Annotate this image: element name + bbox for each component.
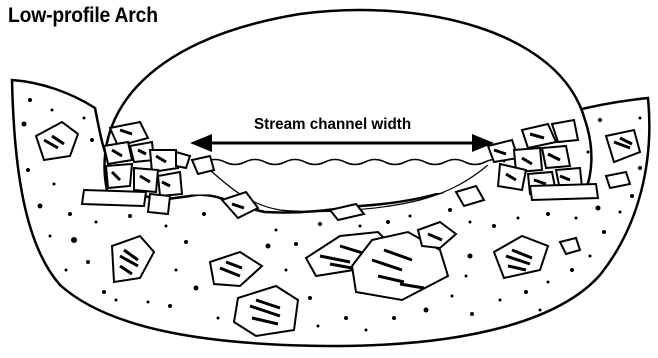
channel-width-label: Stream channel width (254, 116, 411, 134)
diagram-title: Low-profile Arch (8, 4, 158, 28)
rock (606, 172, 630, 188)
